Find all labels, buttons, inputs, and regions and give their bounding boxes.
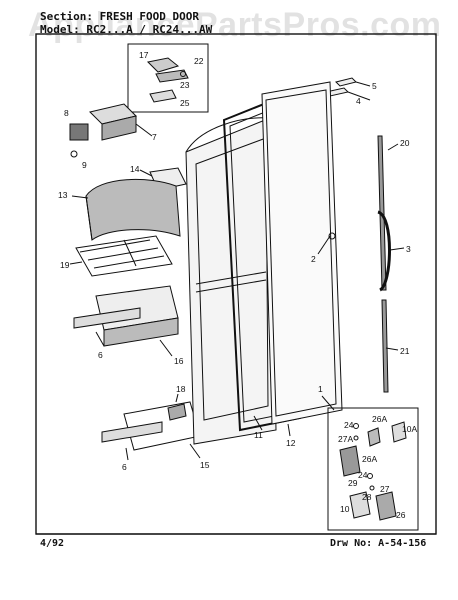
part-26a: [367, 427, 381, 447]
hinge-part-17: [146, 57, 180, 73]
callout-23: 23: [180, 80, 190, 90]
door-stop-2: [328, 232, 336, 240]
part-10a: [391, 421, 407, 443]
hinge-plate-25: [149, 89, 177, 103]
callout-11: 11: [254, 430, 263, 440]
callout-21: 21: [400, 346, 410, 356]
lever-bracket-8: [69, 123, 89, 141]
callout-22: 22: [194, 56, 204, 66]
callout-26: 26: [396, 510, 406, 520]
hinge-parts-inset: [127, 43, 209, 113]
drawing-number: Drw No: A-54-156: [330, 538, 427, 549]
inner-door-liner-11: [185, 117, 277, 445]
callout-8: 8: [64, 108, 69, 118]
shelf-trim-6b: [101, 421, 163, 443]
callout-28: 28: [362, 492, 372, 502]
callout-26a-lower: 26A: [362, 454, 377, 464]
callout-4: 4: [356, 96, 361, 106]
callout-9: 9: [82, 160, 87, 170]
egg-tray-19: [75, 235, 173, 277]
callout-19: 19: [60, 260, 70, 270]
callout-29: 29: [348, 478, 358, 488]
callout-15: 15: [200, 460, 210, 470]
dairy-door-13: [85, 179, 181, 241]
callout-10: 10: [340, 504, 350, 514]
callout-1: 1: [318, 384, 323, 394]
lever-assembly-7: [89, 103, 137, 141]
door-handle-3: [377, 210, 391, 292]
trim-piece-5: [335, 77, 357, 87]
section-title: Section: FRESH FOOD DOOR: [40, 10, 199, 23]
callout-3: 3: [406, 244, 411, 254]
part-26: [375, 491, 397, 521]
callout-24-upper: 24: [344, 420, 354, 430]
callout-7: 7: [152, 132, 157, 142]
hinge-hardware-inset: [327, 407, 419, 531]
part-28: [349, 491, 371, 519]
callout-6-upper: 6: [98, 350, 103, 360]
callout-20: 20: [400, 138, 410, 148]
outer-door-panel-1: [261, 81, 343, 425]
watermark: AppliancePartsPros.com: [28, 6, 442, 44]
screw-9: [70, 150, 78, 158]
callout-24-lower: 24: [358, 470, 368, 480]
model-title: Model: RC2...A / RC24...AW: [40, 23, 213, 36]
revision-date: 4/92: [40, 538, 65, 549]
callout-labels: 17 22 23 25 5 4 8 7 9 14 13 20 19 2 3 6 …: [58, 50, 417, 520]
shelf-trim-6a: [73, 307, 141, 329]
callout-16: 16: [174, 356, 184, 366]
callout-5: 5: [372, 81, 377, 91]
callout-2: 2: [311, 254, 316, 264]
callout-25: 25: [180, 98, 190, 108]
callout-12: 12: [286, 438, 296, 448]
callout-27: 27: [380, 484, 390, 494]
part-26a-lower: [339, 445, 361, 477]
callout-18: 18: [176, 384, 186, 394]
handle-trim-bottom-21: [381, 299, 389, 393]
callout-14: 14: [130, 164, 140, 174]
hinge-bracket-22: [155, 69, 189, 83]
callout-27a: 27A: [338, 434, 353, 444]
callout-6-lower: 6: [122, 462, 127, 472]
callout-17: 17: [139, 50, 149, 60]
callout-13: 13: [58, 190, 68, 200]
callout-10a: 10A: [402, 424, 417, 434]
callout-26a-upper: 26A: [372, 414, 387, 424]
